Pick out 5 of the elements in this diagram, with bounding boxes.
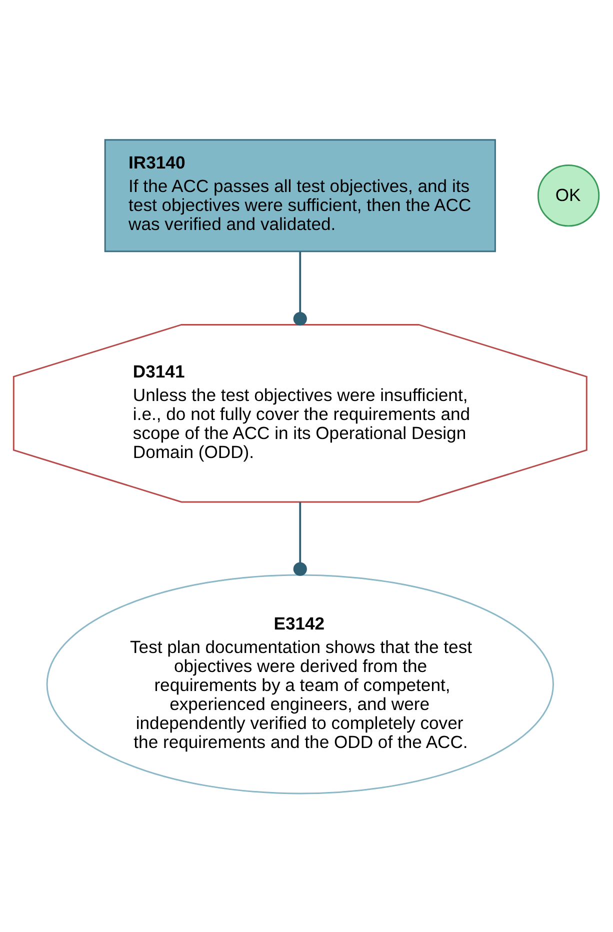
node-circle: OK <box>537 164 600 226</box>
connector <box>293 502 307 576</box>
node-ellipse: E3142 Test plan documentation shows that the test objectives were derived from the requirements by a team of competent, experienced engineers, and were independently verified to completely cover the requirements and the ODD of the ACC. <box>46 574 554 794</box>
connector <box>293 251 307 326</box>
node-box: IR3140 If the ACC passes all test objectives, and its test objectives were sufficient, then the ACC was verified and validated. <box>104 138 496 252</box>
